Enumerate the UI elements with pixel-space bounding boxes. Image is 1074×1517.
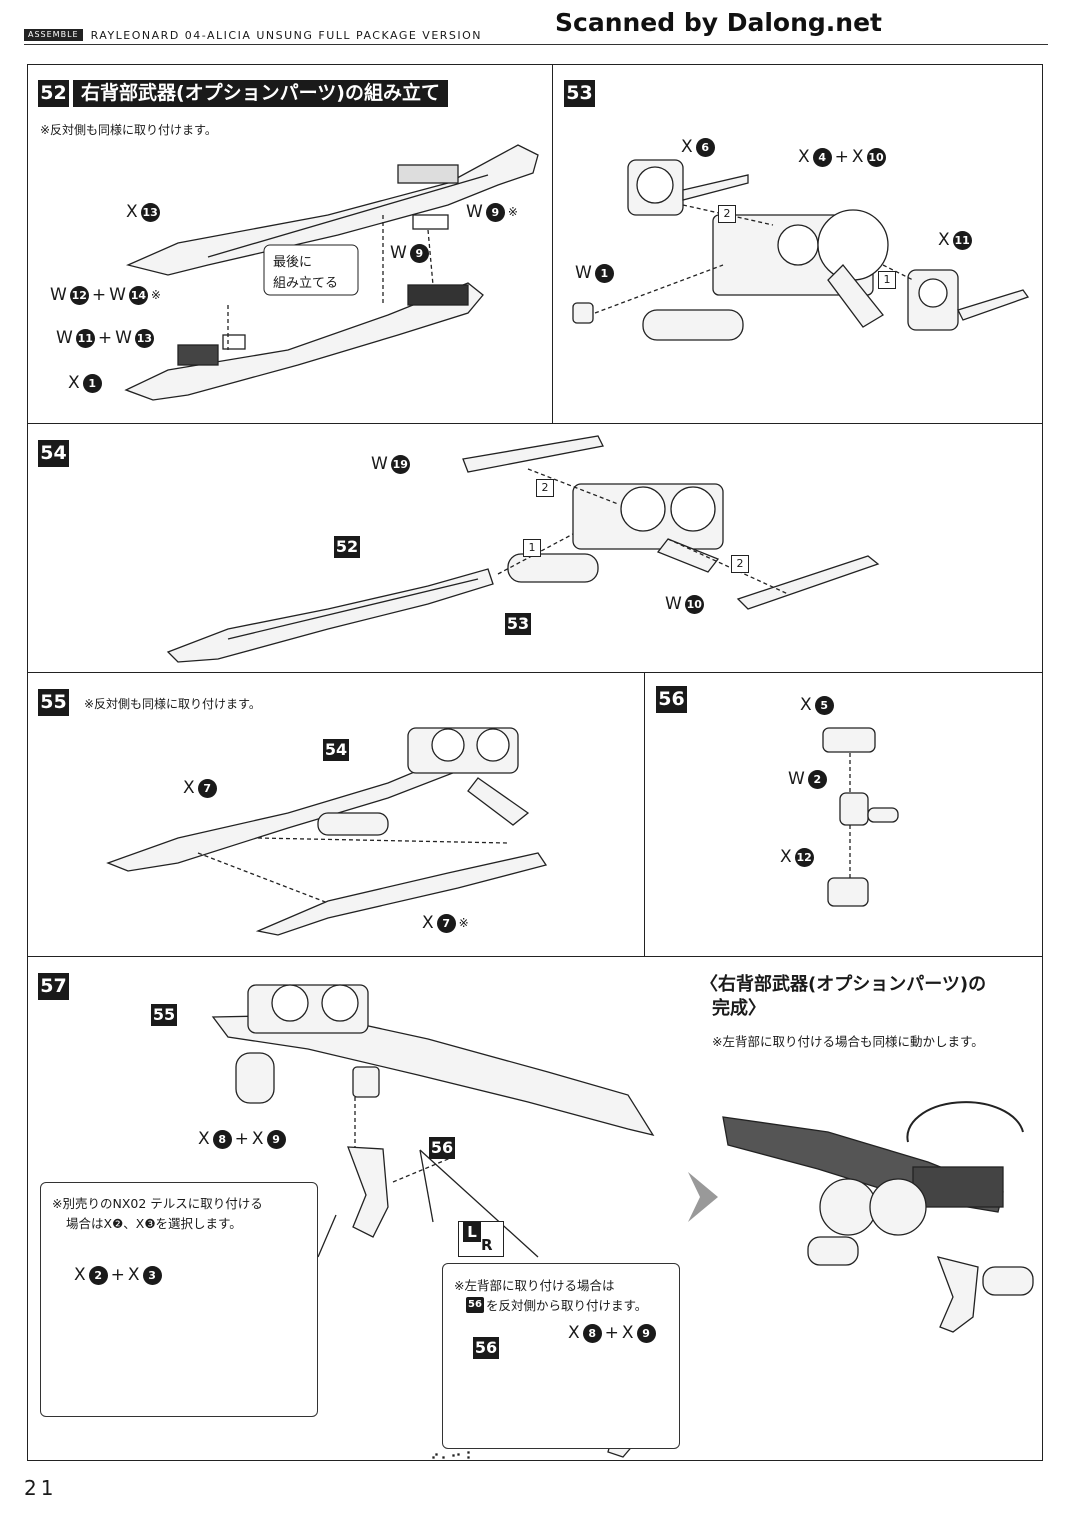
- rifle-cover-illustration: [106, 727, 548, 936]
- ref-step-54: 54: [323, 739, 349, 761]
- sequence-marker: 2: [718, 205, 736, 223]
- ref-step-53: 53: [505, 613, 531, 635]
- lr-marker: L R: [458, 1221, 504, 1257]
- page-number: 21: [24, 1476, 58, 1500]
- step-note: ※反対側も同様に取り付けます。: [84, 697, 261, 711]
- step-number: 53: [564, 80, 595, 107]
- step-number: 54: [38, 440, 69, 467]
- header-rule: [24, 44, 1048, 45]
- step-number: 56: [656, 686, 687, 713]
- sequence-marker: 2: [536, 479, 554, 497]
- product-title: RAYLEONARD 04-ALICIA UNSUNG FULL PACKAGE…: [90, 28, 483, 42]
- step-number: 57: [38, 973, 69, 1000]
- completion-note: ※左背部に取り付ける場合も同様に動かします。: [712, 1034, 984, 1049]
- callout-line-2: 組み立てる: [273, 276, 339, 291]
- sequence-marker: 1: [523, 539, 541, 557]
- combined-rifle-illustration: [166, 435, 880, 663]
- nx02-note-line-2: 場合はX❷、X❸を選択します。: [66, 1216, 242, 1231]
- ref-step-56: 56: [429, 1137, 455, 1159]
- grip-assembly-illustration: [572, 159, 1030, 341]
- step-number: 52: [38, 80, 69, 107]
- left-mount-note-line-1: ※左背部に取り付ける場合は: [454, 1278, 615, 1293]
- rifle-parts-illustration: [124, 144, 539, 401]
- sequence-marker: 2: [731, 555, 749, 573]
- sequence-marker: 1: [878, 271, 896, 289]
- ref-step-55: 55: [151, 1004, 177, 1026]
- assemble-tag: ASSEMBLE: [24, 29, 83, 41]
- step-number: 55: [38, 689, 69, 716]
- completion-title-line-1: 〈右背部武器(オプションパーツ)の: [700, 974, 987, 995]
- ref-step-56-b: 56: [473, 1337, 499, 1359]
- step-note: ※反対側も同様に取り付けます。: [40, 123, 217, 137]
- step-title: 右背部武器(オプションパーツ)の組み立て: [73, 80, 448, 107]
- nx02-option-box: [40, 1182, 318, 1417]
- page-header: ASSEMBLE RAYLEONARD 04-ALICIA UNSUNG FUL…: [24, 28, 482, 42]
- nx02-note-line-1: ※別売りのNX02 テルスに取り付ける: [52, 1196, 263, 1211]
- ref-step-52: 52: [334, 536, 360, 558]
- joint-parts-illustration: [822, 727, 899, 907]
- step-57-panel: 57: [27, 956, 1043, 1461]
- callout-line-1: 最後に: [273, 255, 313, 270]
- watermark: Scanned by Dalong.net: [555, 8, 883, 37]
- step-52-panel: 52 右背部武器(オプションパーツ)の組み立て ※反対側も同様に取り付けます。 …: [27, 64, 553, 424]
- completion-title-line-2: 完成〉: [712, 998, 766, 1019]
